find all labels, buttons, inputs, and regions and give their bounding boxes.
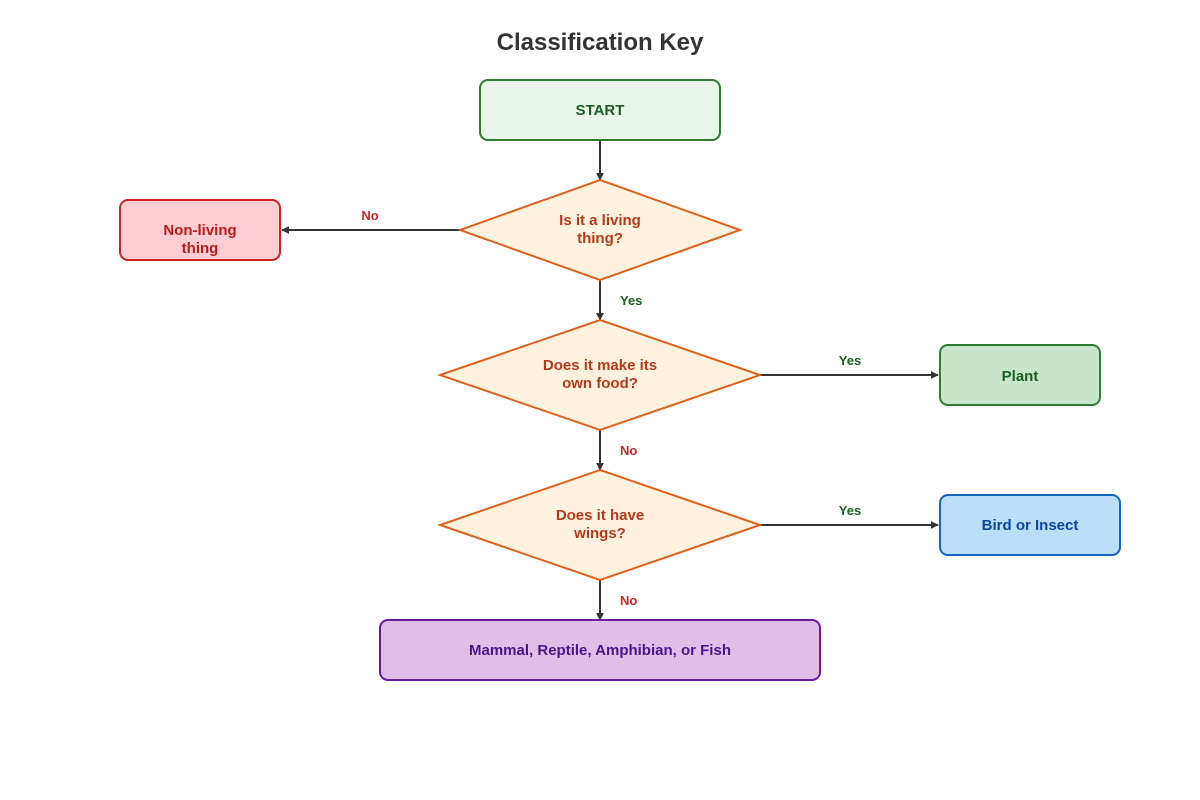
nonliving-node-line2: thing [182, 240, 219, 257]
bird-insect-node-label: Bird or Insect [982, 517, 1079, 534]
edges [281, 140, 939, 621]
edge-label-q1-yes: Yes [620, 293, 642, 308]
plant-node-label: Plant [1002, 368, 1039, 385]
decision-wings-line1: Does it have [556, 507, 644, 524]
decision-own-food-line1: Does it make its [543, 357, 657, 374]
decision-living-thing-line2: thing? [577, 230, 623, 247]
decision-own-food: Does it make its own food? [436, 318, 764, 432]
bird-insect-node: Bird or Insect [939, 494, 1121, 556]
mammal-node-label: Mammal, Reptile, Amphibian, or Fish [469, 642, 731, 659]
edge-label-q3-no: No [620, 593, 637, 608]
edge-label-q1-no: No [361, 208, 378, 223]
edge-label-q3-yes: Yes [839, 503, 861, 518]
decision-living-thing-line1: Is it a living [559, 212, 641, 229]
start-node-label: START [576, 102, 625, 119]
decision-living-thing: Is it a living thing? [457, 178, 743, 282]
nonliving-node: Non-living thing [119, 199, 281, 261]
plant-node: Plant [939, 344, 1101, 406]
decision-wings: Does it have wings? [436, 468, 764, 582]
edge-label-q2-no: No [620, 443, 637, 458]
decision-own-food-line2: own food? [562, 375, 638, 392]
edge-label-q2-yes: Yes [839, 353, 861, 368]
start-node: START [479, 79, 721, 141]
diagram-title: Classification Key [497, 29, 704, 56]
mammal-node: Mammal, Reptile, Amphibian, or Fish [379, 619, 821, 681]
decision-wings-line2: wings? [573, 525, 626, 542]
nonliving-node-line1: Non-living [163, 222, 236, 239]
